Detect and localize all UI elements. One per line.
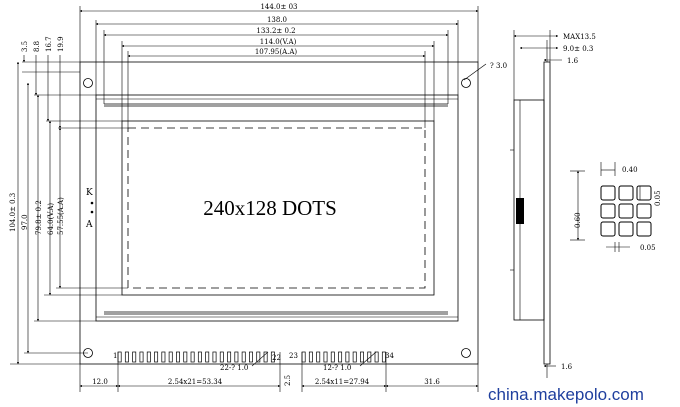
- dot-gap-vertical-label: 0.05: [654, 190, 662, 206]
- pin-1-label: 1: [113, 352, 117, 360]
- side-module-thickness: 9.0± 0.3: [563, 45, 593, 53]
- connector-pin: [176, 351, 180, 363]
- connector-pin: [301, 351, 306, 363]
- side-pcb-thickness-bottom: 1.6: [561, 363, 573, 371]
- svg-text:3.5: 3.5: [21, 41, 29, 52]
- backlight-k-label: K: [86, 188, 93, 198]
- watermark: china.makepolo.com: [488, 385, 644, 404]
- svg-text:19.9: 19.9: [57, 36, 65, 52]
- svg-text:144.0± 03: 144.0± 03: [260, 3, 297, 11]
- pixel-dot: [600, 203, 616, 219]
- connector-pin: [308, 351, 313, 363]
- connector-pin: [139, 351, 144, 363]
- connector-pin: [124, 351, 129, 363]
- pin-23-label: 23: [289, 352, 298, 360]
- svg-text:104.0± 0.3: 104.0± 0.3: [9, 193, 17, 232]
- connector-pin: [219, 351, 224, 363]
- connector-pin: [197, 351, 202, 363]
- connector-pin: [270, 351, 275, 363]
- svg-text:2.5: 2.5: [284, 375, 292, 386]
- svg-text:16.7: 16.7: [45, 36, 53, 52]
- connector-pin: [345, 351, 350, 363]
- svg-text:64.0(V.A): 64.0(V.A): [47, 203, 55, 235]
- connector-pin: [330, 351, 335, 363]
- pcb-outline: [79, 61, 479, 365]
- svg-text:31.6: 31.6: [424, 378, 440, 386]
- svg-text:114.0(V.A): 114.0(V.A): [260, 38, 297, 46]
- connector-pin: [168, 351, 173, 363]
- pitch-left-label: 22-? 1.0: [220, 364, 248, 372]
- mount-hole-tl: [83, 78, 93, 88]
- connector-pin: [154, 351, 159, 363]
- viewing-area: [121, 120, 435, 296]
- svg-text:12.0: 12.0: [92, 378, 108, 386]
- mount-hole-br: [461, 348, 471, 358]
- svg-text:57.55(A.A): 57.55(A.A): [57, 197, 65, 235]
- side-max-thickness: MAX13.5: [563, 33, 596, 41]
- side-pcb-thickness-top: 1.6: [567, 57, 579, 65]
- dot-gap-horizontal-label: 0.05: [640, 244, 656, 252]
- connector-pin: [256, 351, 261, 363]
- connector-pin: [117, 351, 122, 363]
- dot-width-label: 0.40: [622, 166, 638, 174]
- svg-text:8.8: 8.8: [33, 41, 41, 52]
- pixel-dot: [636, 185, 652, 201]
- hole-diameter-label: ? 3.0: [490, 62, 507, 70]
- dot-detail: 0.40 0.05 0.60 0.05: [570, 162, 662, 252]
- svg-text:97.0: 97.0: [21, 214, 29, 230]
- connector-pin: [234, 351, 239, 363]
- connector-pin: [183, 351, 188, 363]
- bottom-dimensions: 12.0 2.54x21=53.34 2.5 2.54x11=27.94 31.…: [79, 352, 479, 392]
- pixel-dot: [600, 185, 616, 201]
- pitch-right-label: 12-? 1.0: [323, 364, 351, 372]
- display-label: 240x128 DOTS: [203, 196, 337, 220]
- connector-pin: [132, 351, 137, 363]
- dot-pitch-label: 0.60: [574, 212, 582, 228]
- connector-pin: [338, 351, 343, 363]
- active-area: [127, 127, 426, 289]
- connector-pins: [117, 351, 386, 363]
- connector-pin: [190, 351, 195, 363]
- svg-text:138.0: 138.0: [267, 16, 287, 24]
- svg-text:133.2± 0.2: 133.2± 0.2: [256, 27, 295, 35]
- pixel-dot: [618, 221, 634, 237]
- connector-pin: [374, 351, 379, 363]
- backlight-a-label: A: [85, 220, 93, 230]
- small-offset-dimensions: 3.5 8.8 16.7 19.9: [21, 36, 128, 129]
- svg-text:2.54x21=53.34: 2.54x21=53.34: [168, 378, 223, 386]
- connector-pin: [146, 351, 151, 363]
- svg-text:2.54x11=27.94: 2.54x11=27.94: [315, 378, 370, 386]
- connector-pin: [227, 351, 232, 363]
- side-view: MAX13.5 9.0± 0.3 1.6 1.6: [510, 30, 596, 378]
- pixel-dot: [636, 203, 652, 219]
- connector-pin: [249, 351, 253, 363]
- pixel-dot: [618, 203, 634, 219]
- svg-text:107.95(A.A): 107.95(A.A): [255, 48, 298, 56]
- pixel-dot: [636, 221, 652, 237]
- pixel-dot: [600, 221, 616, 237]
- connector-pin: [205, 351, 210, 363]
- left-dimensions: 104.0± 0.3 97.0 79.8± 0.2 64.0(V.A) 57.5…: [9, 61, 128, 365]
- connector-pin: [263, 351, 268, 363]
- connector-pin: [360, 351, 364, 363]
- connector-pin: [212, 351, 217, 363]
- front-view: 240x128 DOTS K A 144.0± 03 138.0 133.2± …: [9, 3, 507, 392]
- pin-22-label: 22: [272, 354, 281, 362]
- connector-pin: [241, 351, 246, 363]
- connector-pin: [381, 351, 386, 363]
- connector-pin: [161, 351, 166, 363]
- connector-pin: [352, 351, 357, 363]
- top-dimensions: 144.0± 03 138.0 133.2± 0.2 114.0(V.A) 10…: [79, 3, 479, 128]
- bezel: [95, 94, 459, 322]
- pixel-dot: [618, 185, 634, 201]
- svg-text:79.8± 0.2: 79.8± 0.2: [35, 200, 43, 235]
- pin-34-label: 34: [385, 352, 394, 360]
- mount-hole-tr: [461, 78, 471, 88]
- connector-pin: [323, 351, 328, 363]
- connector-pin: [316, 351, 321, 363]
- connector-pin: [367, 351, 372, 363]
